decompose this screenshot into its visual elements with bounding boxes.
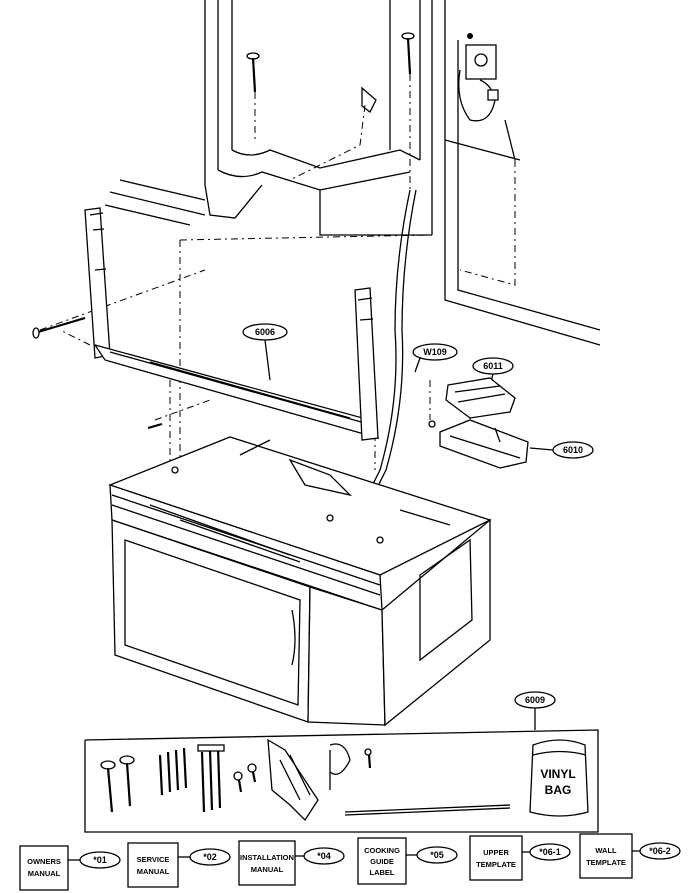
svg-text:6011: 6011 bbox=[483, 361, 503, 371]
svg-text:*04: *04 bbox=[317, 851, 331, 861]
svg-text:INSTALLATION: INSTALLATION bbox=[240, 853, 294, 862]
callout-6009[interactable]: 6009 bbox=[514, 691, 556, 730]
svg-text:COOKING: COOKING bbox=[364, 846, 400, 855]
kit-wing-clips bbox=[267, 738, 319, 822]
svg-text:6010: 6010 bbox=[563, 445, 583, 455]
svg-text:LABEL: LABEL bbox=[370, 868, 395, 877]
callout-w109[interactable]: W109 bbox=[412, 343, 458, 373]
doc-cooking-guide-label[interactable]: COOKING GUIDE LABEL *05 bbox=[357, 837, 458, 885]
wall-outlet bbox=[465, 33, 497, 80]
svg-text:TEMPLATE: TEMPLATE bbox=[586, 858, 626, 867]
grease-filter-part bbox=[445, 377, 516, 419]
hardware-kit-bracket bbox=[84, 729, 599, 833]
svg-text:VINYL: VINYL bbox=[540, 767, 575, 781]
svg-text:6006: 6006 bbox=[255, 327, 275, 337]
svg-text:MANUAL: MANUAL bbox=[251, 865, 284, 874]
svg-text:*01: *01 bbox=[93, 855, 107, 865]
svg-text:*06-1: *06-1 bbox=[539, 847, 561, 857]
callout-6006[interactable]: 6006 bbox=[242, 323, 288, 381]
callout-6010[interactable]: 6010 bbox=[529, 441, 594, 459]
alignment-lines bbox=[39, 74, 516, 480]
doc-installation-manual[interactable]: INSTALLATION MANUAL *04 bbox=[238, 840, 345, 886]
svg-text:GUIDE: GUIDE bbox=[370, 857, 394, 866]
svg-text:OWNERS: OWNERS bbox=[27, 857, 61, 866]
svg-text:W109: W109 bbox=[423, 347, 447, 357]
kit-spring bbox=[344, 804, 511, 816]
svg-text:TEMPLATE: TEMPLATE bbox=[476, 860, 516, 869]
svg-text:UPPER: UPPER bbox=[483, 848, 509, 857]
mounting-plate bbox=[84, 207, 380, 441]
bracket-clip bbox=[361, 86, 377, 113]
doc-upper-template[interactable]: UPPER TEMPLATE *06-1 bbox=[469, 835, 571, 881]
svg-text:*06-2: *06-2 bbox=[649, 846, 671, 856]
kit-cord-clamp bbox=[329, 743, 372, 790]
svg-text:MANUAL: MANUAL bbox=[137, 867, 170, 876]
svg-text:MANUAL: MANUAL bbox=[28, 869, 61, 878]
doc-wall-template[interactable]: WALL TEMPLATE *06-2 bbox=[579, 833, 681, 879]
doc-service-manual[interactable]: SERVICE MANUAL *02 bbox=[127, 842, 231, 888]
screw-small bbox=[147, 422, 163, 430]
kit-toggle-bolts bbox=[197, 744, 225, 813]
svg-text:6009: 6009 bbox=[525, 695, 545, 705]
kit-small-screws bbox=[233, 763, 257, 793]
power-cord bbox=[364, 189, 411, 501]
vinyl-bag: VINYL BAG bbox=[529, 739, 589, 817]
wall-panel bbox=[104, 40, 601, 346]
svg-text:WALL: WALL bbox=[595, 846, 617, 855]
svg-text:BAG: BAG bbox=[545, 783, 572, 797]
microwave-oven bbox=[108, 436, 492, 727]
screw-top-left bbox=[246, 52, 260, 93]
screw-top-right bbox=[401, 32, 415, 75]
screw-left-plate bbox=[32, 316, 86, 339]
svg-text:SERVICE: SERVICE bbox=[137, 855, 170, 864]
kit-bolts bbox=[100, 755, 135, 813]
svg-text:*05: *05 bbox=[430, 850, 444, 860]
kit-wood-screws bbox=[158, 747, 188, 796]
upper-cabinet bbox=[204, 0, 446, 275]
power-cord-plug bbox=[458, 69, 499, 122]
svg-text:*02: *02 bbox=[203, 852, 217, 862]
doc-owners-manual[interactable]: OWNERS MANUAL *01 bbox=[19, 845, 121, 891]
damper-bracket-part bbox=[428, 419, 529, 469]
